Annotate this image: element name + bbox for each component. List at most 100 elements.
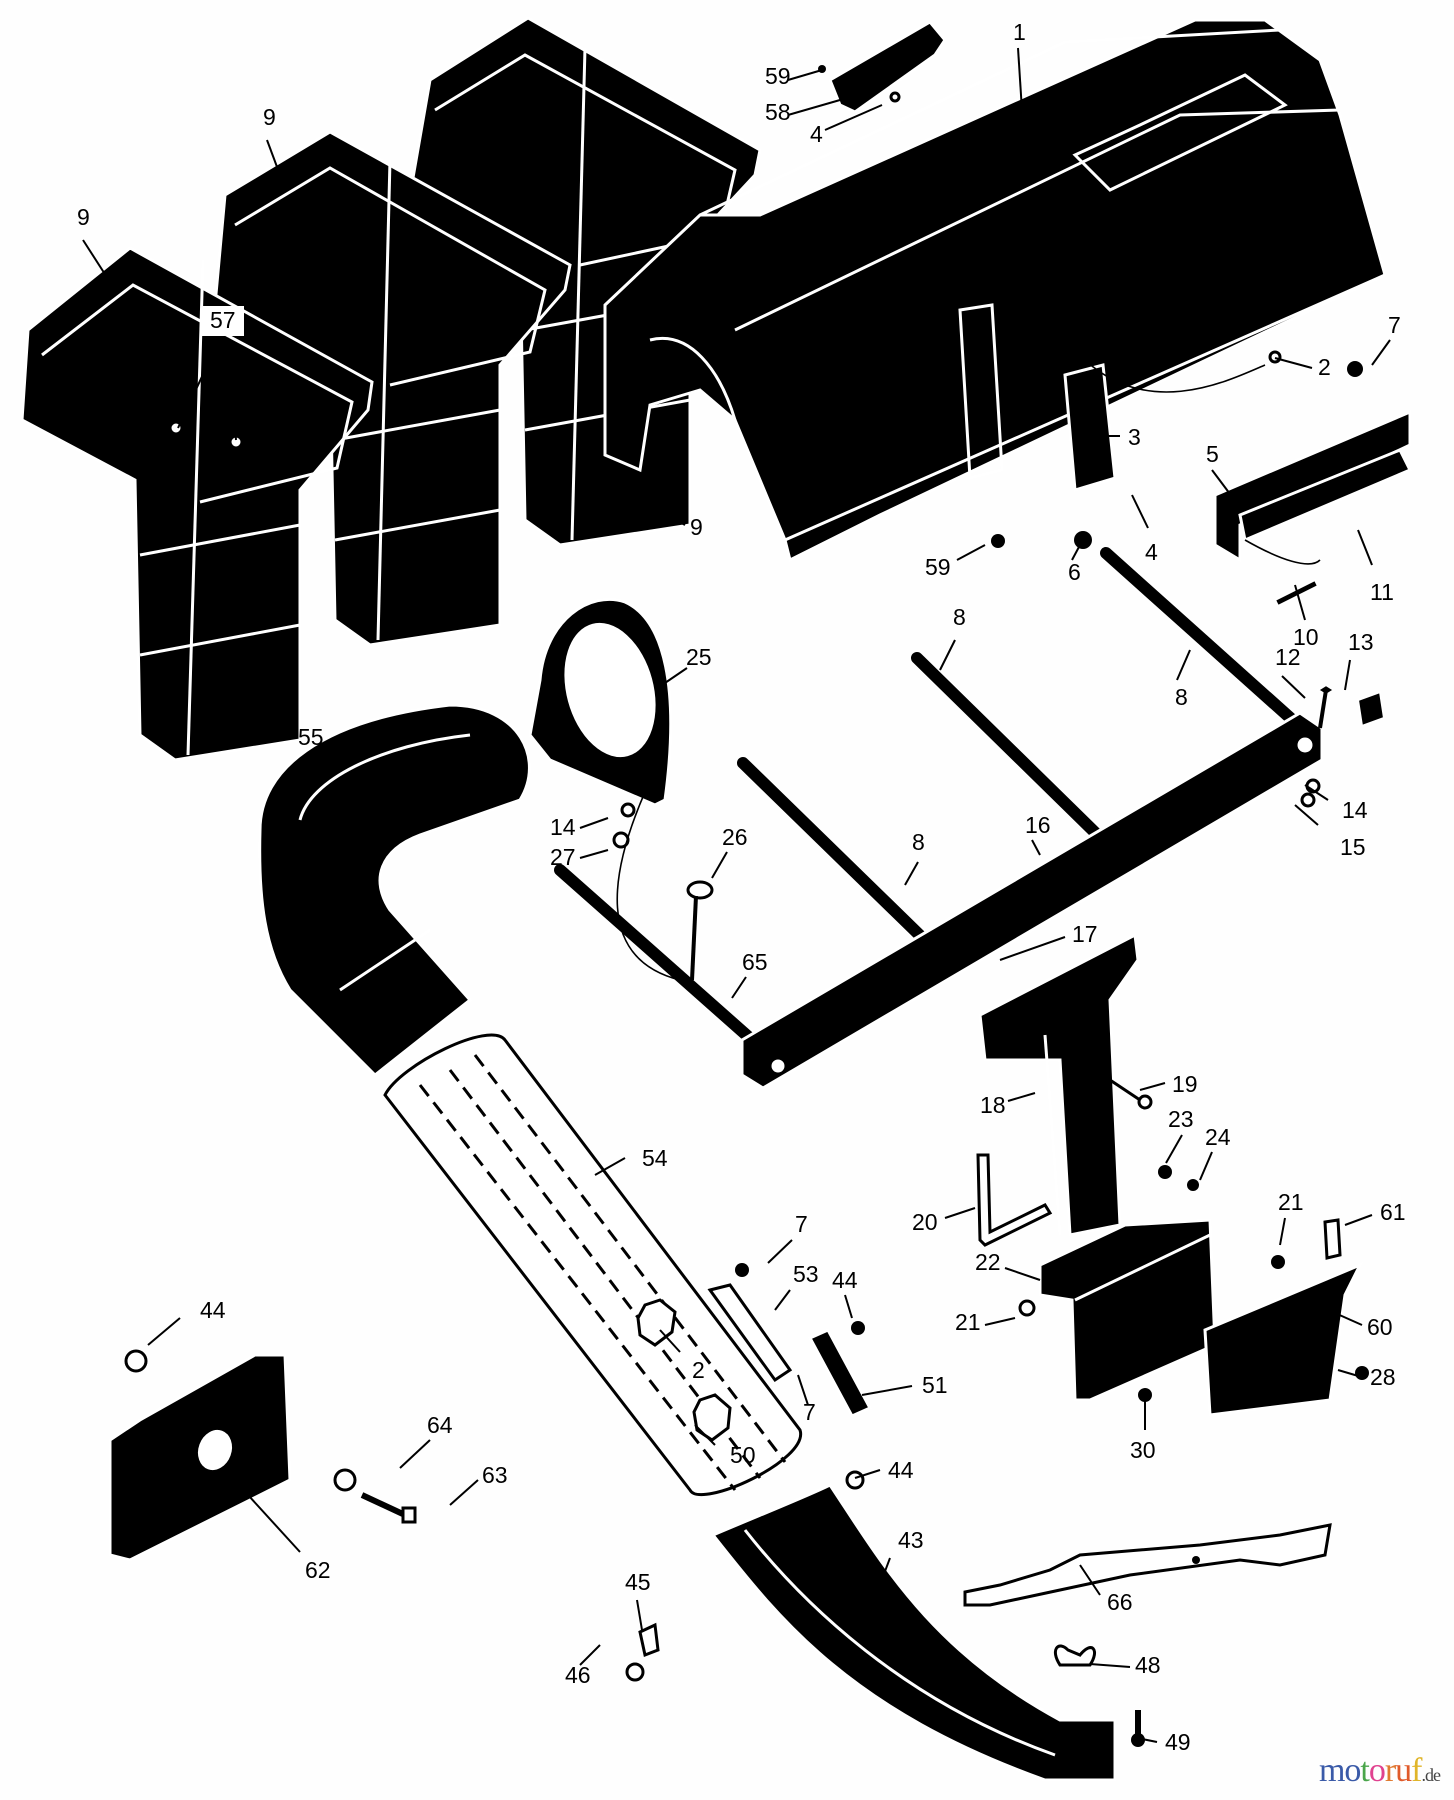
- callout-5: 5: [1206, 441, 1234, 499]
- nut-30: [1138, 1388, 1152, 1402]
- part-number-label: 15: [1340, 834, 1366, 860]
- leader-line: [399, 1439, 431, 1469]
- callout-62: 62: [237, 1483, 331, 1583]
- part-number-label: 51: [922, 1372, 948, 1398]
- leader-line: [956, 544, 986, 561]
- washer-14b: [620, 802, 636, 818]
- chute-tube-54: [383, 1033, 802, 1497]
- callout-8: 8: [1175, 649, 1191, 710]
- leader-line: [324, 744, 351, 761]
- callout-2: 2: [1274, 354, 1331, 380]
- leader-line: [636, 1599, 643, 1631]
- bolt-21b: [1018, 1299, 1036, 1317]
- leader-line: [767, 1239, 793, 1264]
- leader-line: [787, 99, 841, 116]
- callout-58: 58: [765, 99, 841, 125]
- leader-line: [1004, 1267, 1041, 1281]
- leader-line: [82, 239, 111, 283]
- wing-nut-48: [1054, 1644, 1096, 1667]
- leader-line: [731, 976, 747, 999]
- part-number-label: 2: [1318, 354, 1331, 380]
- leader-line: [844, 1294, 853, 1319]
- strap-51: [807, 1328, 873, 1418]
- leader-line: [579, 1644, 601, 1666]
- part-number-label: 7: [803, 1399, 816, 1425]
- leader-line: [649, 504, 686, 526]
- callout-51: 51: [861, 1372, 948, 1398]
- leader-line: [227, 337, 237, 441]
- part-number-label: 7: [1388, 312, 1401, 338]
- callout-12: 12: [1275, 644, 1306, 699]
- part-number-label: 20: [912, 1209, 938, 1235]
- leader-line: [594, 1157, 626, 1176]
- callout-57: 57: [177, 306, 244, 429]
- callout-43: 43: [877, 1527, 924, 1591]
- cable: [616, 759, 681, 981]
- bolt-21a: [1271, 1255, 1285, 1269]
- callout-55: 55: [298, 724, 351, 761]
- callout-9: 9: [263, 104, 284, 184]
- part-number-label: 3: [1128, 424, 1141, 450]
- part-number-label: 45: [625, 1569, 651, 1595]
- nut-44d: [845, 1470, 865, 1490]
- screw-2: [1268, 350, 1282, 364]
- part-number-label: 12: [1275, 644, 1301, 670]
- leader-line: [999, 936, 1066, 961]
- elbow-chute-55: [258, 703, 531, 1078]
- leader-line: [861, 1385, 913, 1396]
- part-number-label: 9: [690, 514, 703, 540]
- part-number-label: 27: [550, 844, 576, 870]
- leader-line: [1294, 584, 1306, 621]
- part-number-label: 63: [482, 1462, 508, 1488]
- callout-21: 21: [1278, 1189, 1304, 1246]
- part-number-label: 60: [1367, 1314, 1393, 1340]
- callout-63: 63: [449, 1462, 508, 1506]
- callout-61: 61: [1344, 1199, 1406, 1226]
- part-number-label: 54: [642, 1145, 668, 1171]
- part-number-label: 9: [263, 104, 276, 130]
- nut-6: [1074, 531, 1092, 549]
- logo-letter: o: [1368, 1752, 1386, 1789]
- logo-suffix: .de: [1421, 1765, 1441, 1785]
- leader-line: [1211, 469, 1234, 499]
- callout-44: 44: [832, 1267, 858, 1319]
- leader-line: [1089, 1663, 1131, 1668]
- callout-14: 14: [550, 814, 609, 840]
- part-number-label: 22: [975, 1249, 1001, 1275]
- hitch-plate-22: [1038, 1218, 1217, 1402]
- part-number-label: 64: [427, 1412, 453, 1438]
- callout-18: 18: [980, 1092, 1036, 1118]
- callout-14: 14: [1304, 784, 1368, 823]
- leader-line: [1344, 659, 1351, 691]
- part-number-label: 50: [730, 1442, 756, 1468]
- bolt-63: [360, 1492, 417, 1524]
- wire-harness: [1084, 359, 1321, 565]
- callout-9: 9: [649, 504, 703, 540]
- leader-line: [1031, 839, 1041, 856]
- spring-46: [625, 1662, 645, 1682]
- leader-line: [984, 1317, 1016, 1326]
- lift-pin-20: [976, 1153, 1053, 1247]
- callout-24: 24: [1199, 1124, 1231, 1181]
- part-number-label: 5: [1206, 441, 1219, 467]
- logo-letter: o: [1344, 1752, 1361, 1789]
- part-number-label: 59: [765, 63, 791, 89]
- part-number-label: 24: [1205, 1124, 1231, 1150]
- callout-45: 45: [625, 1569, 651, 1631]
- leader-line: [449, 1479, 479, 1506]
- leader-line: [824, 104, 883, 131]
- part-number-label: 2: [692, 1357, 705, 1383]
- nut-24: [1187, 1179, 1199, 1191]
- part-number-label: 61: [1380, 1199, 1406, 1225]
- part-number-label: 9: [77, 204, 90, 230]
- part-number-label: 59: [925, 554, 951, 580]
- callout-46: 46: [565, 1644, 601, 1688]
- leader-line: [1131, 494, 1149, 529]
- callout-11: 11: [1357, 529, 1394, 605]
- part-number-label: 11: [1370, 579, 1394, 605]
- callout-25: 25: [661, 644, 712, 686]
- callout-26: 26: [711, 824, 748, 879]
- leader-line: [774, 1289, 791, 1311]
- part-number-label: 13: [1348, 629, 1374, 655]
